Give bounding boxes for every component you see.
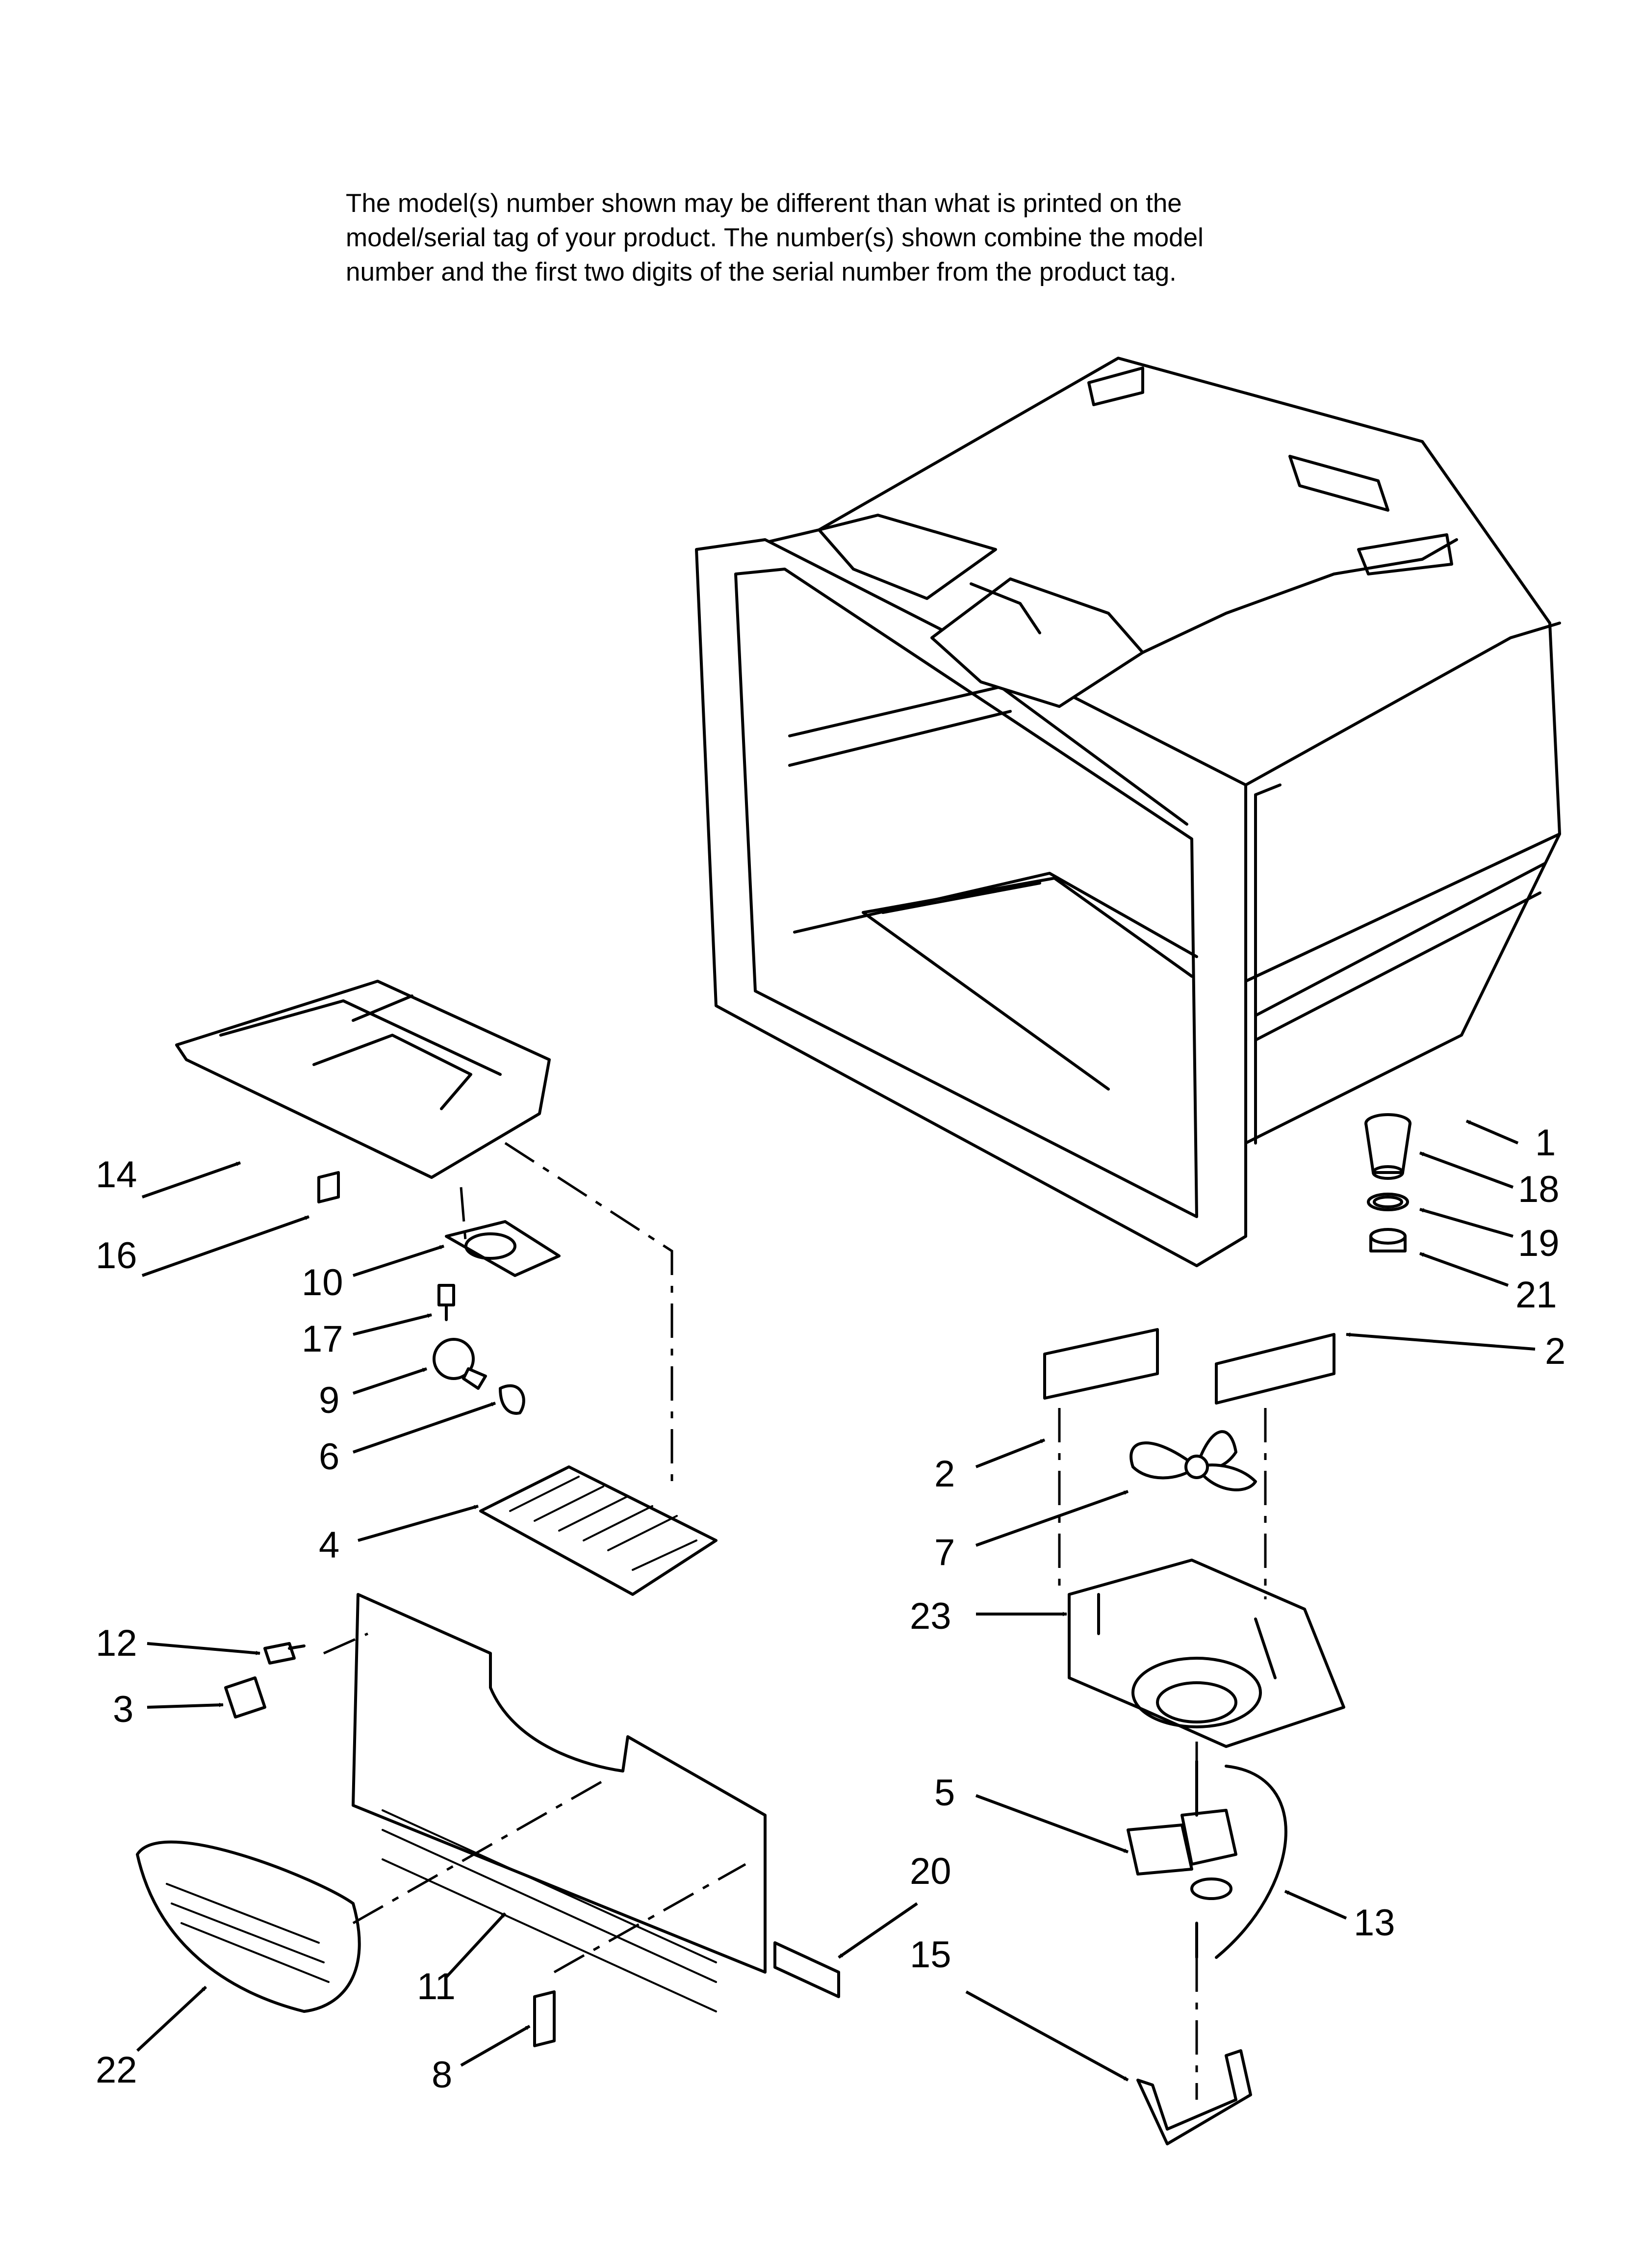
callout-8: 8: [432, 2054, 452, 2096]
diagram-note: The model(s) number shown may be differe…: [346, 186, 1327, 289]
callout-14: 14: [96, 1154, 137, 1196]
freezer-liner-part: [695, 357, 1561, 1267]
light-shield-part-4: [479, 1465, 718, 1596]
note-line-2: model/serial tag of your product. The nu…: [346, 223, 1204, 252]
dashed-leader-lines: [323, 1142, 1267, 2100]
light-housing-part-14: [175, 980, 551, 1179]
lower-small-parts: [136, 1840, 840, 2047]
callout-15: 15: [910, 1934, 951, 1976]
callout-11: 11: [417, 1966, 456, 2007]
callout-6: 6: [319, 1436, 339, 1478]
callout-5: 5: [934, 1772, 955, 1814]
callout-20: 20: [910, 1851, 951, 1892]
motor-bracket-part-15: [1136, 2049, 1252, 2145]
callout-7: 7: [934, 1532, 955, 1573]
callout-17: 17: [302, 1318, 343, 1360]
callout-22: 22: [96, 2049, 137, 2091]
callout-16: 16: [96, 1235, 137, 1277]
light-small-parts: [317, 1171, 561, 1415]
fan-shroud-part-23: [1068, 1559, 1345, 1748]
insulation-pads-part-2: [1043, 1328, 1335, 1405]
callout-13: 13: [1354, 1902, 1395, 1944]
callout-labels: 1 18 19 21 2 2 7 23 5 13 20 15 14 16 10 …: [96, 1122, 1565, 2096]
evaporator-cover-part-11: [352, 1593, 767, 2012]
callout-arrows: [136, 1120, 1536, 2082]
note-line-3: number and the first two digits of the s…: [346, 258, 1177, 287]
callout-2b: 2: [934, 1453, 955, 1495]
callout-2a: 2: [1545, 1330, 1565, 1372]
callout-4: 4: [319, 1524, 339, 1566]
callout-1: 1: [1535, 1122, 1556, 1164]
callout-10: 10: [302, 1262, 343, 1303]
fan-motor-part-5: [1127, 1760, 1287, 1959]
note-line-1: The model(s) number shown may be differe…: [346, 189, 1182, 218]
housing-parts-18-19-21: [1364, 1113, 1411, 1252]
callout-9: 9: [319, 1380, 339, 1421]
callout-12: 12: [96, 1622, 137, 1664]
callout-18: 18: [1518, 1169, 1560, 1210]
fan-blade-part-7: [1129, 1430, 1257, 1491]
callout-3: 3: [113, 1689, 133, 1730]
callout-23: 23: [910, 1595, 951, 1637]
callout-21: 21: [1515, 1274, 1557, 1316]
screw-and-control-parts: [224, 1642, 306, 1719]
callout-19: 19: [1518, 1223, 1560, 1264]
